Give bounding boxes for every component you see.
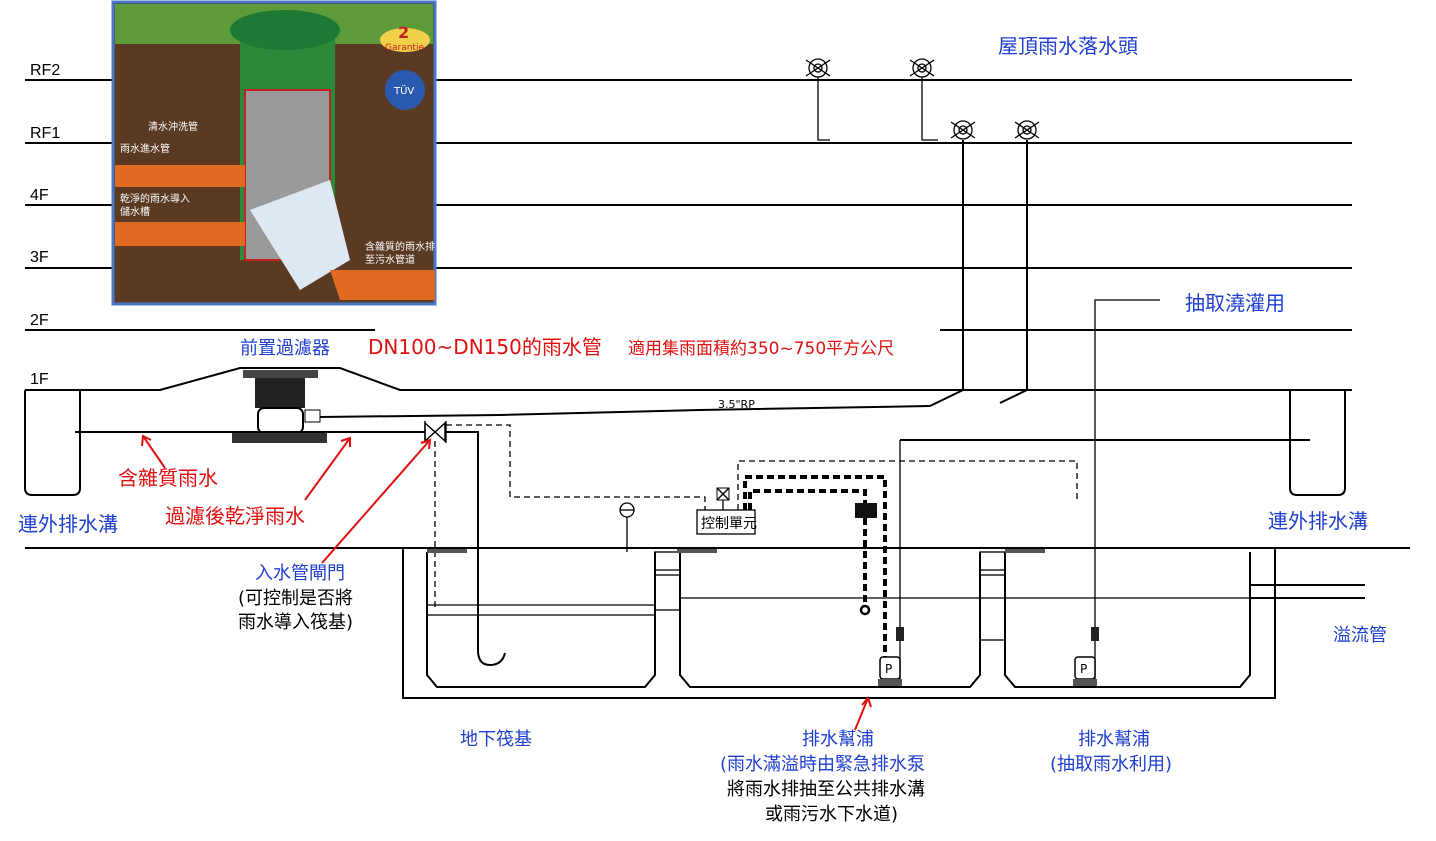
svg-text:儲水槽: 儲水槽 (120, 205, 150, 218)
irrigation-label: 抽取澆灌用 (1185, 291, 1285, 315)
floor-label-rf2: RF2 (30, 62, 60, 79)
floor-label-2f: 2F (30, 312, 49, 329)
floor-label-4f: 4F (30, 187, 49, 204)
catchment-label: 適用集雨面積約350~750平方公尺 (628, 339, 894, 359)
float-switch-icon (855, 503, 877, 518)
svg-text:雨水進水管: 雨水進水管 (120, 142, 170, 155)
annotation-arrows (141, 434, 872, 731)
svg-text:Garantie: Garantie (385, 43, 424, 53)
rain-main-pipe (319, 405, 931, 418)
tank-inlet-pipe (446, 431, 506, 667)
pipe-code: 3.5"RP (718, 398, 755, 411)
pump1-note-2: 將雨水排抽至公共排水溝 (727, 779, 925, 800)
control-unit-label: 控制單元 (701, 516, 757, 532)
prefilter-icon (232, 370, 327, 443)
svg-text:2: 2 (398, 23, 409, 42)
floor-label-3f: 3F (30, 249, 49, 266)
right-ditch (1289, 390, 1346, 496)
pump-icon: P P (878, 627, 1099, 686)
prefilter-photo: 2 Garantie TÜV 清水沖洗管 雨水進水管 乾淨的雨水導入 儲水槽 含… (111, 0, 437, 306)
roof-drain-label: 屋頂雨水落水頭 (998, 34, 1138, 58)
control-unit-box (696, 509, 756, 535)
svg-text:清水沖洗管: 清水沖洗管 (148, 120, 198, 133)
svg-text:TÜV: TÜV (393, 84, 414, 97)
left-ditch (24, 390, 81, 496)
raft-label: 地下筏基 (460, 729, 532, 750)
inlet-valve-note-2: 雨水導入筏基) (238, 612, 353, 633)
prefilter-label: 前置過濾器 (240, 338, 330, 359)
svg-text:至污水管道: 至污水管道 (365, 253, 415, 266)
ditch-right-label: 連外排水溝 (1268, 509, 1368, 533)
pump1-note-3: 或雨污水下水道) (765, 804, 898, 825)
svg-text:乾淨的雨水導入: 乾淨的雨水導入 (120, 192, 190, 205)
downpipes (817, 77, 1028, 407)
pipe-size-label: DN100~DN150的雨水管 (368, 335, 602, 359)
clean-water-label: 過濾後乾淨雨水 (165, 504, 305, 528)
inlet-valve-note-1: (可控制是否將 (238, 588, 353, 609)
pump1-label: 排水幫浦 (802, 729, 874, 750)
raft-foundation (402, 547, 1365, 699)
pump2-label: 排水幫浦 (1078, 729, 1150, 750)
svg-text:P: P (885, 662, 892, 676)
ditch-left-label: 連外排水溝 (18, 512, 118, 536)
floor-label-rf1: RF1 (30, 125, 60, 142)
svg-text:含雜質的雨水排: 含雜質的雨水排 (365, 240, 435, 253)
overflow-label: 溢流管 (1333, 625, 1387, 646)
pump1-note-1: (雨水滿溢時由緊急排水泵 (720, 754, 925, 775)
svg-text:P: P (1080, 662, 1087, 676)
floor-label-1f: 1F (30, 371, 49, 388)
pump2-note: (抽取雨水利用) (1050, 754, 1172, 775)
dirty-water-label: 含雜質雨水 (118, 466, 218, 490)
inlet-valve-label: 入水管閘門 (255, 563, 345, 584)
